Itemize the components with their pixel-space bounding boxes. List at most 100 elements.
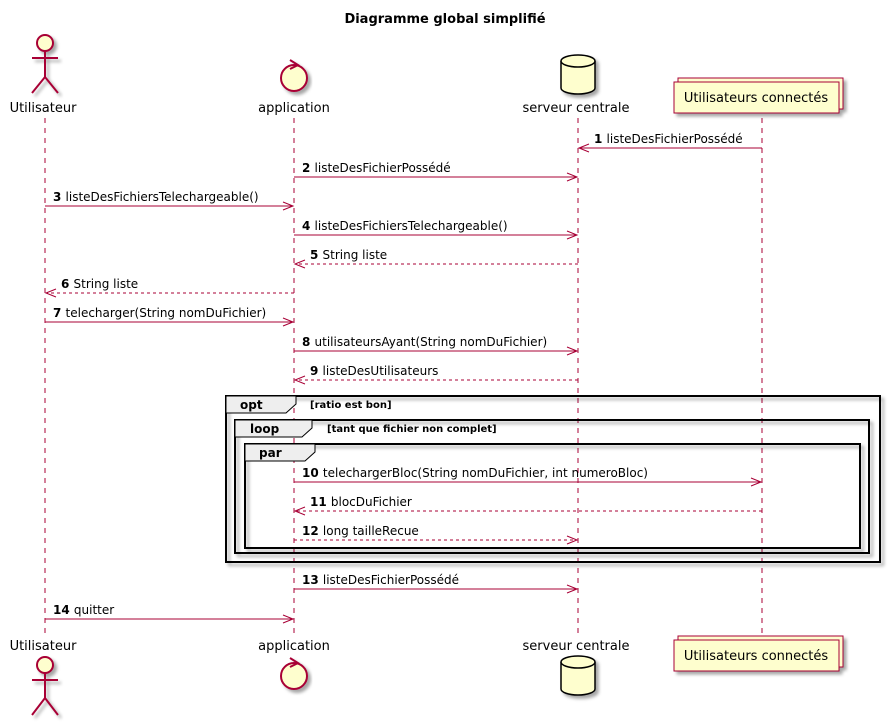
message: 4 listeDesFichiersTelechargeable() xyxy=(294,219,579,240)
participants-top: Utilisateur application serveur centrale… xyxy=(10,34,844,116)
message-text: String liste xyxy=(74,277,139,291)
participant-label-application: application xyxy=(258,101,330,116)
message: 7 telecharger(String nomDuFichier) xyxy=(45,306,295,327)
message: 3 listeDesFichiersTelechargeable() xyxy=(45,190,295,211)
message: 14 quitter xyxy=(45,603,295,624)
fragment-par-keyword: par xyxy=(259,446,282,460)
message-number: 3 xyxy=(53,190,66,204)
message-number: 2 xyxy=(302,161,315,175)
arrowhead xyxy=(282,201,295,211)
participant-label-utilisateur: Utilisateur xyxy=(10,101,78,116)
participant-label-serveur-centrale: serveur centrale xyxy=(523,101,630,116)
fragment-opt-keyword: opt xyxy=(240,398,263,412)
message-label: 10 telechargerBloc(String nomDuFichier, … xyxy=(302,466,648,480)
message-number: 5 xyxy=(310,248,323,262)
combined-fragments: opt [ratio est bon] loop [tant que fichi… xyxy=(225,395,881,563)
arrowhead xyxy=(566,346,579,356)
database-icon xyxy=(560,54,596,95)
database-serveur-centrale-bottom xyxy=(560,655,596,696)
message-text: listeDesUtilisateurs xyxy=(323,364,439,378)
arrowhead xyxy=(566,172,579,182)
message-text: telecharger(String nomDuFichier) xyxy=(66,306,267,320)
arrowhead xyxy=(566,230,579,240)
fragment-opt: opt [ratio est bon] xyxy=(225,395,881,563)
message-label: 5 String liste xyxy=(310,248,387,262)
message-label: 13 listeDesFichierPossédé xyxy=(302,573,459,587)
message: 13 listeDesFichierPossédé xyxy=(294,573,579,594)
message-label: 2 listeDesFichierPossédé xyxy=(302,161,451,175)
message-number: 13 xyxy=(302,573,323,587)
message-text: listeDesFichiersTelechargeable() xyxy=(66,190,259,204)
control-application-bottom xyxy=(280,657,308,690)
message-label: 7 telecharger(String nomDuFichier) xyxy=(53,306,266,320)
message: 9 listeDesUtilisateurs xyxy=(293,364,578,385)
actor-icon xyxy=(31,656,59,716)
arrowhead xyxy=(44,288,57,298)
message: 11 blocDuFichier xyxy=(293,495,762,516)
arrowhead xyxy=(293,259,306,269)
participants-bottom: Utilisateur application serveur centrale xyxy=(10,635,844,716)
message-label: 3 listeDesFichiersTelechargeable() xyxy=(53,190,259,204)
message-text: quitter xyxy=(74,603,114,617)
arrowhead xyxy=(750,477,763,487)
message: 1 listeDesFichierPossédé xyxy=(577,132,762,153)
message-label: 9 listeDesUtilisateurs xyxy=(310,364,438,378)
actor-icon xyxy=(31,34,59,94)
message-text: listeDesFichierPossédé xyxy=(323,573,459,587)
fragment-loop-guard: [tant que fichier non complet] xyxy=(327,424,497,435)
message: 8 utilisateursAyant(String nomDuFichier) xyxy=(294,335,579,356)
actor-utilisateur xyxy=(31,34,59,94)
participant-label-utilisateurs-connectes-bottom: Utilisateurs connectés xyxy=(684,649,829,664)
message-text: String liste xyxy=(323,248,388,262)
message: 6 String liste xyxy=(44,277,294,298)
control-icon xyxy=(280,657,308,690)
message-number: 4 xyxy=(302,219,315,233)
arrowhead xyxy=(293,375,306,385)
message-label: 12 long tailleRecue xyxy=(302,524,419,538)
message: 12 long tailleRecue xyxy=(294,524,579,545)
participant-label-serveur-centrale-bottom: serveur centrale xyxy=(523,639,630,654)
message-number: 7 xyxy=(53,306,66,320)
diagram-title: Diagramme global simplifié xyxy=(344,12,545,27)
arrowhead xyxy=(566,584,579,594)
participant-label-utilisateurs-connectes: Utilisateurs connectés xyxy=(684,91,829,106)
arrowhead xyxy=(293,506,306,516)
message-label: 14 quitter xyxy=(53,603,114,617)
message-number: 9 xyxy=(310,364,323,378)
message-label: 11 blocDuFichier xyxy=(310,495,412,509)
database-serveur-centrale xyxy=(560,54,596,95)
message-label: 6 String liste xyxy=(61,277,138,291)
message-number: 6 xyxy=(61,277,74,291)
message-label: 1 listeDesFichierPossédé xyxy=(594,132,743,146)
message-label: 4 listeDesFichiersTelechargeable() xyxy=(302,219,508,233)
message-text: listeDesFichiersTelechargeable() xyxy=(315,219,508,233)
collections-utilisateurs-connectes xyxy=(673,77,844,114)
collections-utilisateurs-connectes-bottom xyxy=(673,635,844,672)
message-text: listeDesFichierPossédé xyxy=(315,161,451,175)
message-text: telechargerBloc(String nomDuFichier, int… xyxy=(323,466,648,480)
message-label: 8 utilisateursAyant(String nomDuFichier) xyxy=(302,335,547,349)
actor-utilisateur-bottom xyxy=(31,656,59,716)
message-text: utilisateursAyant(String nomDuFichier) xyxy=(315,335,548,349)
arrowhead xyxy=(282,317,295,327)
participant-label-application-bottom: application xyxy=(258,639,330,654)
message-number: 8 xyxy=(302,335,315,349)
message-number: 1 xyxy=(594,132,607,146)
message-text: blocDuFichier xyxy=(331,495,412,509)
arrowhead xyxy=(577,143,590,153)
message: 2 listeDesFichierPossédé xyxy=(294,161,579,182)
message-number: 14 xyxy=(53,603,74,617)
control-icon xyxy=(280,59,308,92)
message-text: listeDesFichierPossédé xyxy=(607,132,743,146)
message: 10 telechargerBloc(String nomDuFichier, … xyxy=(294,466,763,487)
message-number: 10 xyxy=(302,466,323,480)
control-application xyxy=(280,59,308,92)
arrowhead xyxy=(282,614,295,624)
message-text: long tailleRecue xyxy=(323,524,419,538)
fragment-loop: loop [tant que fichier non complet] xyxy=(234,419,870,554)
fragment-par: par xyxy=(244,443,861,549)
fragment-opt-guard: [ratio est bon] xyxy=(310,400,392,411)
message-number: 12 xyxy=(302,524,323,538)
